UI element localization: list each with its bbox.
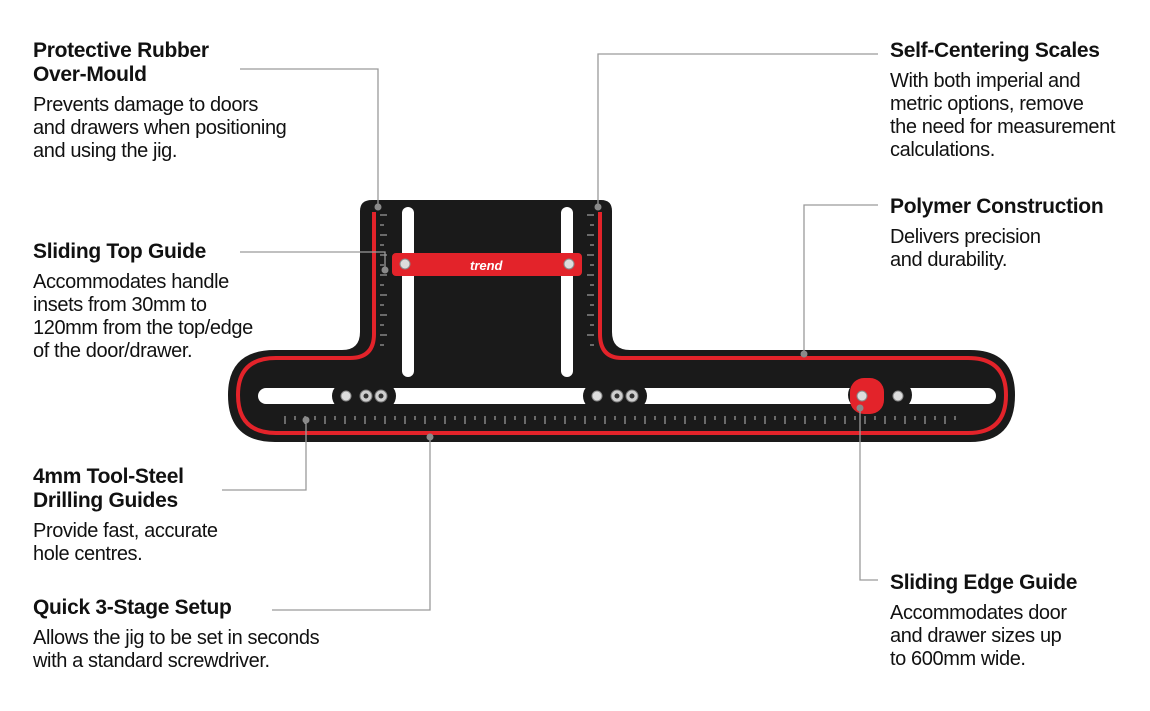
callout-rubber: Protective Rubber Over-Mould Prevents da…: [33, 39, 333, 163]
vertical-slot-left: [402, 207, 414, 377]
callout-polymer: Polymer Construction Delivers precision …: [890, 195, 1148, 272]
leader-setup: [272, 437, 431, 611]
leader-dot-scales: [594, 203, 602, 211]
callout-edge-guide: Sliding Edge Guide Accommodates door and…: [890, 571, 1148, 671]
callout-edge-guide-body: Accommodates door and drawer sizes up to…: [890, 602, 1067, 670]
vertical-scale-right: [587, 214, 594, 346]
leader-dot-edge-guide: [856, 404, 864, 412]
vertical-slot-right: [561, 207, 573, 377]
leader-dot-rubber: [374, 203, 382, 211]
callout-setup-body: Allows the jig to be set in seconds with…: [33, 627, 320, 672]
callout-drilling-title: 4mm Tool-Steel Drilling Guides: [33, 465, 184, 512]
callout-drilling-body: Provide fast, accurate hole centres.: [33, 520, 218, 565]
sliding-top-guide-bar: [392, 253, 582, 276]
callout-rubber-body: Prevents damage to doors and drawers whe…: [33, 94, 287, 162]
callout-scales: Self-Centering Scales With both imperial…: [890, 39, 1148, 162]
horizontal-scale: [284, 416, 956, 424]
callout-top-guide-body: Accommodates handle insets from 30mm to …: [33, 271, 253, 362]
leader-top-guide: [240, 251, 386, 270]
leader-polymer: [803, 204, 878, 354]
leader-dot-top-guide: [381, 266, 389, 274]
leader-edge-guide: [859, 408, 878, 581]
drilling-guide-left: [332, 382, 396, 410]
callout-scales-title: Self-Centering Scales: [890, 39, 1100, 62]
callout-setup-title: Quick 3-Stage Setup: [33, 596, 232, 619]
callout-top-guide-title: Sliding Top Guide: [33, 240, 206, 263]
leader-dot-drilling: [302, 416, 310, 424]
drilling-guide-center: [583, 382, 647, 410]
top-guide-screw-left: [399, 258, 411, 270]
leader-dot-setup: [426, 433, 434, 441]
callout-drilling: 4mm Tool-Steel Drilling Guides Provide f…: [33, 465, 293, 566]
leader-scales: [597, 53, 878, 207]
callout-rubber-title: Protective Rubber Over-Mould: [33, 39, 209, 86]
brand-logo: trend: [470, 258, 504, 273]
callout-polymer-body: Delivers precision and durability.: [890, 226, 1041, 271]
callout-edge-guide-title: Sliding Edge Guide: [890, 571, 1078, 594]
rubber-over-mould: [235, 212, 1009, 435]
callout-polymer-title: Polymer Construction: [890, 195, 1104, 218]
leader-dot-polymer: [800, 350, 808, 358]
callout-scales-body: With both imperial and metric options, r…: [890, 70, 1115, 161]
callout-top-guide: Sliding Top Guide Accommodates handle in…: [33, 240, 303, 363]
top-guide-screw-right: [563, 258, 575, 270]
leader-drilling: [222, 420, 307, 491]
vertical-scale-left: [380, 214, 387, 346]
callout-setup: Quick 3-Stage Setup Allows the jig to be…: [33, 596, 393, 673]
leader-rubber: [240, 68, 379, 207]
